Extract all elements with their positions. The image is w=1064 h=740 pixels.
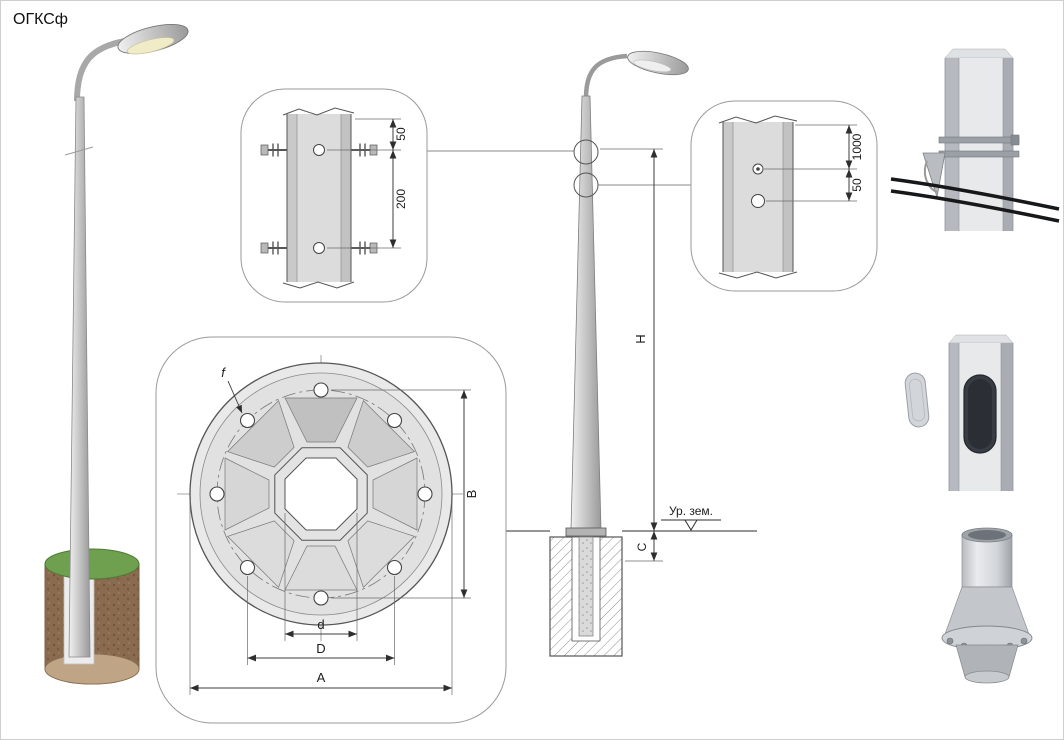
detail-marker-circle-upper xyxy=(573,139,599,165)
dim-50-offset: 50 xyxy=(850,178,864,192)
access-door-3d-render xyxy=(904,334,1014,491)
octagon-hole xyxy=(284,457,358,531)
wedge-clamp xyxy=(922,152,946,198)
dim-D-label: D xyxy=(316,641,325,656)
elevation-lamp-arm xyxy=(583,53,628,99)
dim-f-label: f xyxy=(221,365,226,380)
access-door-cover xyxy=(904,372,930,428)
dim-50-top-offset: 50 xyxy=(394,127,408,141)
band-buckle xyxy=(1010,134,1020,146)
grass-top xyxy=(44,548,140,580)
cable-clamp-3d-render xyxy=(890,48,1060,231)
flange-bolt-holes xyxy=(209,382,433,606)
base-bottom xyxy=(964,670,1010,684)
socket-cylinder xyxy=(961,534,1013,588)
pole-weld-mark xyxy=(64,146,94,156)
bracket-mount-detail-callout: 50 200 xyxy=(240,88,428,303)
pole-section-right-facet xyxy=(341,114,351,282)
break-line-top xyxy=(718,115,798,124)
band-clamp-upper xyxy=(938,136,1020,144)
detail-marker-circle-lower xyxy=(573,172,599,198)
access-door-cavity xyxy=(968,379,992,449)
sheet-title: ОГКСф xyxy=(13,11,68,28)
cable-entry-hole xyxy=(751,194,765,208)
grounding-detail-callout: 1000 50 xyxy=(690,100,878,292)
lamp-lens xyxy=(126,37,175,55)
pole-3d-overview-render xyxy=(44,24,189,685)
dim-b-label: B xyxy=(464,490,479,499)
flange-base-3d-render xyxy=(941,527,1033,684)
gusset-plates xyxy=(224,397,418,591)
break-line-bottom xyxy=(282,281,355,289)
band-clamp-lower xyxy=(938,150,1020,158)
break-line-bottom xyxy=(718,271,798,279)
flange-plan-callout: f B d D A xyxy=(155,336,507,724)
dim-1000-height: 1000 xyxy=(850,133,864,160)
lamp-arm xyxy=(74,38,126,102)
dim-h-label: H xyxy=(633,334,648,343)
ground-level-label: Ур. зем. xyxy=(669,504,713,518)
dim-d-label: d xyxy=(317,617,324,632)
dim-c-label: C xyxy=(635,542,649,551)
f-leader-line xyxy=(227,380,243,414)
suspension-cable-1 xyxy=(890,177,1060,211)
wedge-clamp-loop xyxy=(923,160,938,193)
dim-A-label: A xyxy=(317,670,326,685)
level-mark-icon xyxy=(684,519,698,531)
suspension-cable-2 xyxy=(890,189,1060,223)
elevation-lamp-head xyxy=(627,50,689,76)
embedded-pole xyxy=(578,536,594,637)
elevation-base-flange xyxy=(565,527,607,537)
pole-section-left-facet xyxy=(287,114,297,282)
elevation-pole-shaft xyxy=(570,95,602,531)
dim-200-bolt-spacing: 200 xyxy=(394,189,408,209)
pole-elevation-drawing: Ур. зем. H C xyxy=(549,50,757,657)
break-line-top xyxy=(282,107,355,116)
pole-shaft-3d xyxy=(68,96,91,658)
lamp-head xyxy=(117,24,189,55)
